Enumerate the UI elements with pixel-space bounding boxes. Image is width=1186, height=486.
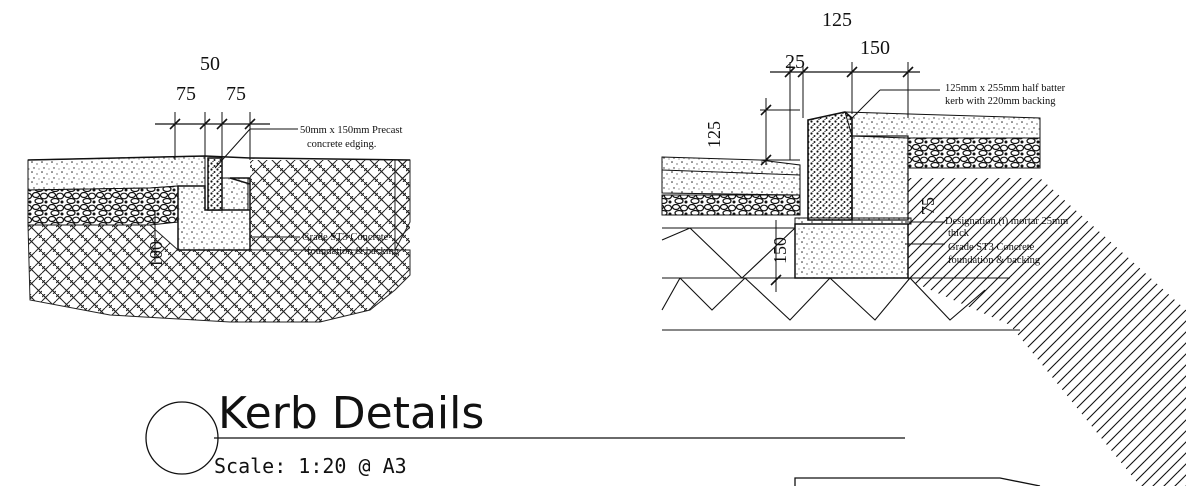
left-dim-50: 50 [200, 53, 220, 75]
drawing-title: Kerb Details [218, 388, 484, 439]
left-note-foundation-1: Grade ST3 Concrete [302, 232, 389, 243]
right-kerb-detail: 125 150 25 125 150 75 125mm x 255mm half… [661, 9, 1186, 486]
right-footpath [844, 111, 1041, 139]
frame-corner [794, 477, 1041, 486]
right-dim-150: 150 [860, 37, 890, 59]
right-note-foundation-2: foundation & backing [948, 255, 1041, 266]
left-dim-75-right: 75 [226, 83, 246, 105]
right-dim-125-top: 125 [822, 9, 852, 31]
right-concrete-foundation [794, 223, 909, 279]
right-note-mortar-1: Designation (i) mortar 25mm [945, 216, 1068, 227]
left-surface-course [27, 155, 206, 191]
right-dim-150-vertical: 150 [770, 237, 790, 264]
right-note-mortar-2: thick [948, 228, 970, 239]
detail-reference-circle [145, 401, 219, 475]
left-edging-detail: 50 75 75 100 50mm x 150mm Precast concre… [27, 53, 411, 323]
left-dim-75-left: 75 [176, 83, 196, 105]
left-precast-edging [207, 157, 223, 211]
right-dim-25: 25 [785, 51, 805, 73]
left-note-edging-2: concrete edging. [307, 139, 376, 150]
right-backing [851, 135, 909, 221]
right-dim-125-vertical: 125 [704, 121, 724, 148]
right-note-foundation-1: Grade ST3 Concrete [948, 242, 1035, 253]
left-note-edging-1: 50mm x 150mm Precast [300, 125, 402, 136]
right-note-kerb-2: kerb with 220mm backing [945, 96, 1056, 107]
drawing-scale: Scale: 1:20 @ A3 [214, 454, 407, 478]
right-half-batter-kerb [807, 111, 853, 221]
left-dim-100: 100 [146, 241, 166, 268]
right-embankment-hatch [908, 178, 1186, 486]
right-note-kerb-1: 125mm x 255mm half batter [945, 83, 1066, 94]
left-note-foundation-2: foundation & backing [307, 246, 400, 257]
right-dim-75-side: 75 [918, 197, 938, 215]
left-right-ground-hatch [250, 160, 410, 250]
right-stone-layer [661, 194, 801, 216]
right-surface-course [661, 156, 801, 196]
title-block: Kerb Details Scale: 1:20 @ A3 [145, 388, 1041, 486]
